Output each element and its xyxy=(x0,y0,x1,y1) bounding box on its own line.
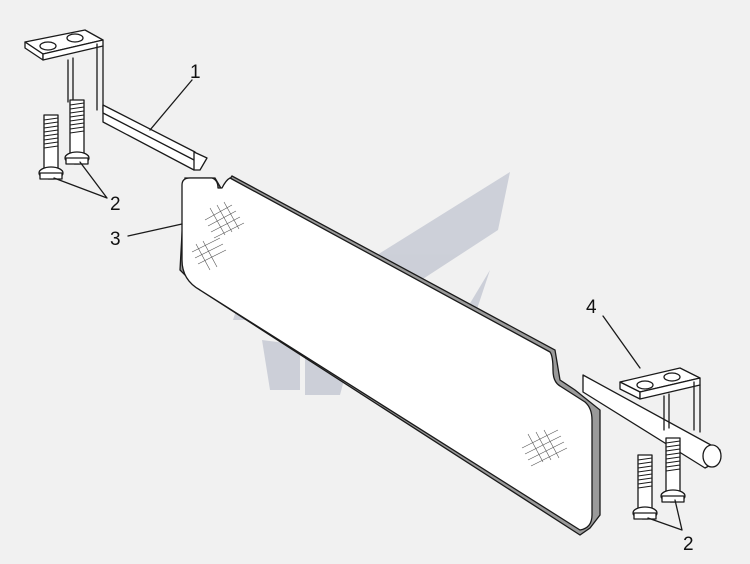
left-bracket-hole-2 xyxy=(66,33,84,43)
left-bracket xyxy=(24,29,208,171)
leader-lines xyxy=(53,79,683,531)
callout-3: 3 xyxy=(110,229,121,250)
right-bracket xyxy=(582,367,722,469)
callout-4: 4 xyxy=(586,297,597,318)
leader-3 xyxy=(127,223,183,237)
visor-texture-right xyxy=(521,429,568,467)
left-pin-tip xyxy=(193,151,208,171)
callout-2-left: 2 xyxy=(110,194,121,215)
right-screw-1 xyxy=(632,454,658,520)
right-pin-end xyxy=(702,444,722,468)
leader-2-left xyxy=(53,161,108,199)
callout-1: 1 xyxy=(190,62,201,83)
right-screw-2 xyxy=(660,437,686,503)
left-bracket-leg xyxy=(67,43,104,113)
leader-1 xyxy=(149,79,193,131)
right-bracket-leg xyxy=(663,381,701,433)
left-pin-edge xyxy=(102,112,197,162)
visor-panel-face xyxy=(181,177,593,531)
left-screw-2 xyxy=(64,99,90,165)
left-bracket-hole-1 xyxy=(39,41,57,51)
left-screw-1 xyxy=(38,114,64,180)
callout-2-right: 2 xyxy=(683,534,694,555)
right-bracket-hole-2 xyxy=(663,372,681,382)
leader-2-right xyxy=(647,499,683,531)
right-bracket-hole-1 xyxy=(636,380,654,390)
leader-4 xyxy=(602,315,641,369)
watermark-wing xyxy=(262,340,300,390)
visor-texture-left xyxy=(191,201,245,271)
visor-panel xyxy=(179,175,601,536)
